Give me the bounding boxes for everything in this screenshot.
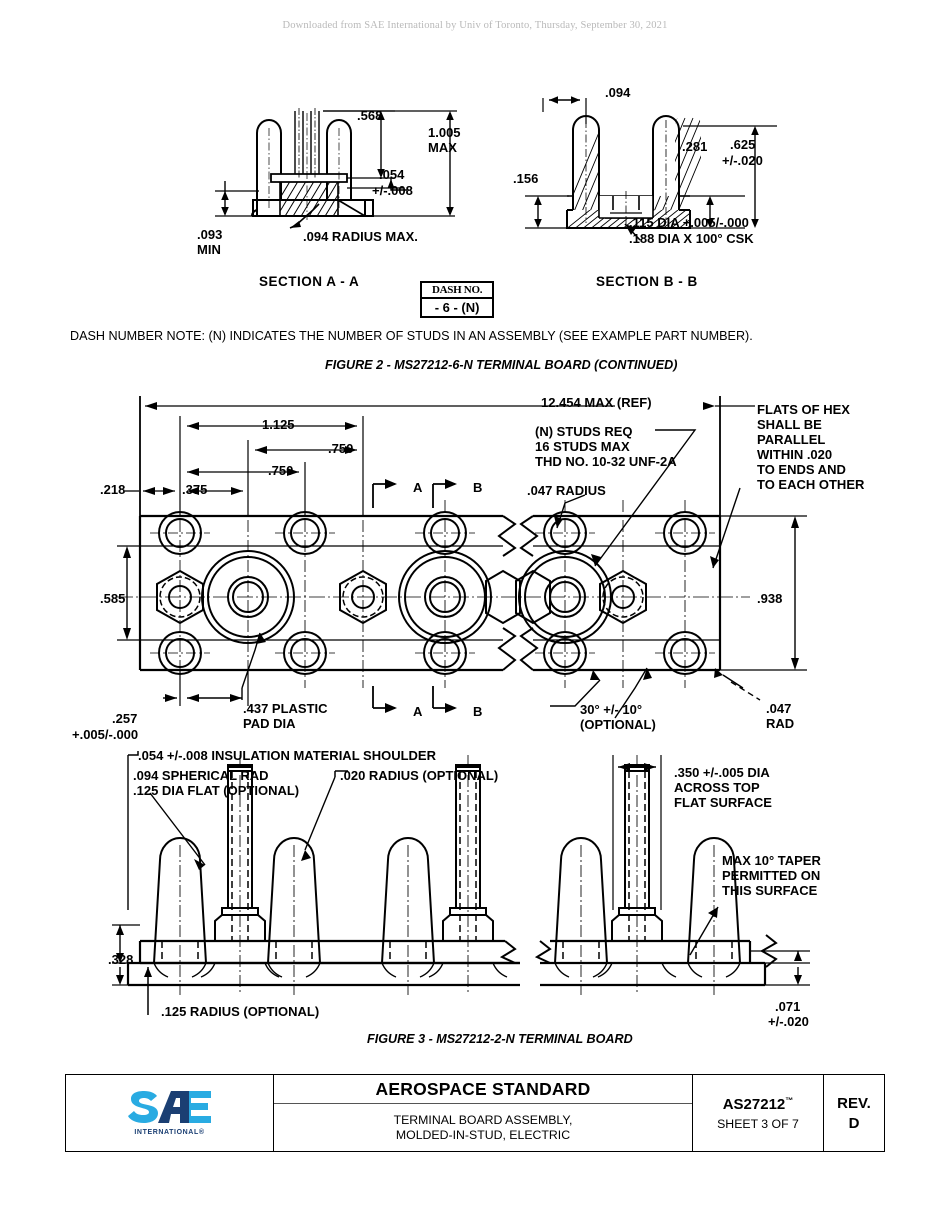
dim-328: .328 [108, 952, 134, 967]
note-studs-req-line2: 16 STUDS MAX [535, 439, 630, 454]
dim-overall-12454: 12.454 MAX (REF) [541, 395, 652, 410]
note-047-rad-line2: RAD [766, 716, 795, 731]
note-125-radius-optional: .125 RADIUS (OPTIONAL) [161, 1004, 320, 1019]
elevation-view-drawing [112, 751, 810, 1015]
section-a-a-title: SECTION A - A [259, 274, 360, 289]
title-block-main: AEROSPACE STANDARD TERMINAL BOARD ASSEMB… [274, 1075, 693, 1151]
section-b-b-drawing [525, 96, 777, 241]
dim-1125: 1.125 [262, 417, 295, 432]
note-flats-line5: TO ENDS AND [757, 462, 846, 477]
note-taper-line3: THIS SURFACE [722, 883, 818, 898]
note-taper-line1: MAX 10° TAPER [722, 853, 821, 868]
dim-568: .568 [357, 108, 383, 123]
sae-logo-cell: INTERNATIONAL® [66, 1075, 274, 1151]
dim-093: .093 [197, 227, 223, 242]
dim-1005-max: MAX [428, 140, 457, 155]
trademark-symbol: ™ [785, 1095, 794, 1105]
dim-625-tol: +/-.020 [722, 153, 763, 168]
dim-156: .156 [513, 171, 539, 186]
rev-label: REV. [837, 1094, 871, 1112]
note-188-csk: .188 DIA X 100° CSK [629, 231, 754, 246]
title-block-revision: REV. D [824, 1075, 884, 1151]
note-094-radius-max: .094 RADIUS MAX. [303, 229, 418, 244]
dash-number-table: DASH NO. - 6 - (N) [419, 281, 495, 318]
dash-number-note: DASH NUMBER NOTE: (N) INDICATES THE NUMB… [70, 329, 753, 343]
section-a-a-drawing [215, 108, 457, 229]
note-flats-line4: WITHIN .020 [757, 447, 833, 462]
note-across-top: ACROSS TOP [674, 780, 760, 795]
note-flat-surface: FLAT SURFACE [674, 795, 772, 810]
dim-281: .281 [682, 139, 708, 154]
note-studs-req-line3: THD NO. 10-32 UNF-2A [535, 454, 677, 469]
note-047-radius: .047 RADIUS [527, 483, 606, 498]
section-mark-a-top: A [413, 480, 423, 495]
note-flats-line3: PARALLEL [757, 432, 826, 447]
note-insulation-shoulder: .054 +/-.008 INSULATION MATERIAL SHOULDE… [138, 748, 436, 763]
note-flats-line2: SHALL BE [757, 417, 822, 432]
subtitle-line-2: MOLDED-IN-STUD, ELECTRIC [395, 1127, 571, 1142]
note-350-dia: .350 +/-.005 DIA [674, 765, 770, 780]
note-115-dia: .115 DIA +.005/-.000 [629, 215, 749, 230]
dim-625: .625 [730, 137, 756, 152]
dim-054: .054 [379, 167, 405, 182]
figure-2-caption: FIGURE 2 - MS27212-6-N TERMINAL BOARD (C… [325, 358, 678, 372]
dash-table-value: - 6 - (N) [419, 297, 495, 318]
section-mark-b-top: B [473, 480, 483, 495]
dash-table-header: DASH NO. [419, 281, 495, 299]
note-dia-flat-optional: .125 DIA FLAT (OPTIONAL) [133, 783, 300, 798]
section-mark-b-bottom: B [473, 704, 483, 719]
rev-value: D [848, 1114, 860, 1132]
dim-938: .938 [757, 591, 783, 606]
note-020-radius-optional: .020 RADIUS (OPTIONAL) [340, 768, 499, 783]
dim-1005: 1.005 [428, 125, 461, 140]
note-30deg-line2: (OPTIONAL) [580, 717, 656, 732]
sae-logo-mark [127, 1091, 211, 1123]
dim-094: .094 [605, 85, 631, 100]
dim-257: .257 [112, 711, 138, 726]
dim-257-tol: +.005/-.000 [72, 727, 139, 742]
sae-logo: INTERNATIONAL® [127, 1090, 213, 1136]
section-b-b-title: SECTION B - B [596, 274, 698, 289]
dim-750-upper: .750 [328, 441, 354, 456]
title-block-subtitle: TERMINAL BOARD ASSEMBLY, MOLDED-IN-STUD,… [274, 1104, 692, 1151]
note-studs-req-line1: (N) STUDS REQ [535, 424, 633, 439]
subtitle-line-1: TERMINAL BOARD ASSEMBLY, [393, 1112, 573, 1127]
note-taper-line2: PERMITTED ON [722, 868, 821, 883]
dim-071-tol: +/-.020 [768, 1014, 809, 1029]
note-spherical-rad: .094 SPHERICAL RAD [133, 768, 269, 783]
document-number-text: AS27212 [722, 1095, 786, 1113]
aerospace-standard-title: AEROSPACE STANDARD [274, 1075, 692, 1104]
watermark-text: Downloaded from SAE International by Uni… [282, 20, 668, 31]
title-block: INTERNATIONAL® AEROSPACE STANDARD TERMIN… [65, 1074, 885, 1152]
dim-585: .585 [100, 591, 126, 606]
figure-3-caption: FIGURE 3 - MS27212-2-N TERMINAL BOARD [367, 1032, 633, 1046]
dim-054-tol: +/-.008 [372, 183, 413, 198]
sheet-number: SHEET 3 OF 7 [717, 1116, 799, 1131]
dim-093-min: MIN [197, 242, 221, 257]
section-mark-a-bottom: A [413, 704, 423, 719]
plan-view-drawing [117, 396, 807, 719]
note-047-rad-line1: .047 [766, 701, 792, 716]
note-30deg-line1: 30° +/- 10° [580, 702, 643, 717]
note-plastic-pad-line1: .437 PLASTIC [243, 701, 328, 716]
dim-071: .071 [775, 999, 801, 1014]
document-number: AS27212™ [723, 1096, 794, 1113]
note-flats-line6: TO EACH OTHER [757, 477, 865, 492]
note-flats-line1: FLATS OF HEX [757, 402, 850, 417]
dim-750-lower: .750 [268, 463, 294, 478]
note-plastic-pad-line2: PAD DIA [243, 716, 296, 731]
dim-218: .218 [100, 482, 126, 497]
dim-375: .375 [182, 482, 208, 497]
sae-logo-subtext: INTERNATIONAL® [134, 1129, 205, 1136]
title-block-document: AS27212™ SHEET 3 OF 7 [693, 1075, 824, 1151]
